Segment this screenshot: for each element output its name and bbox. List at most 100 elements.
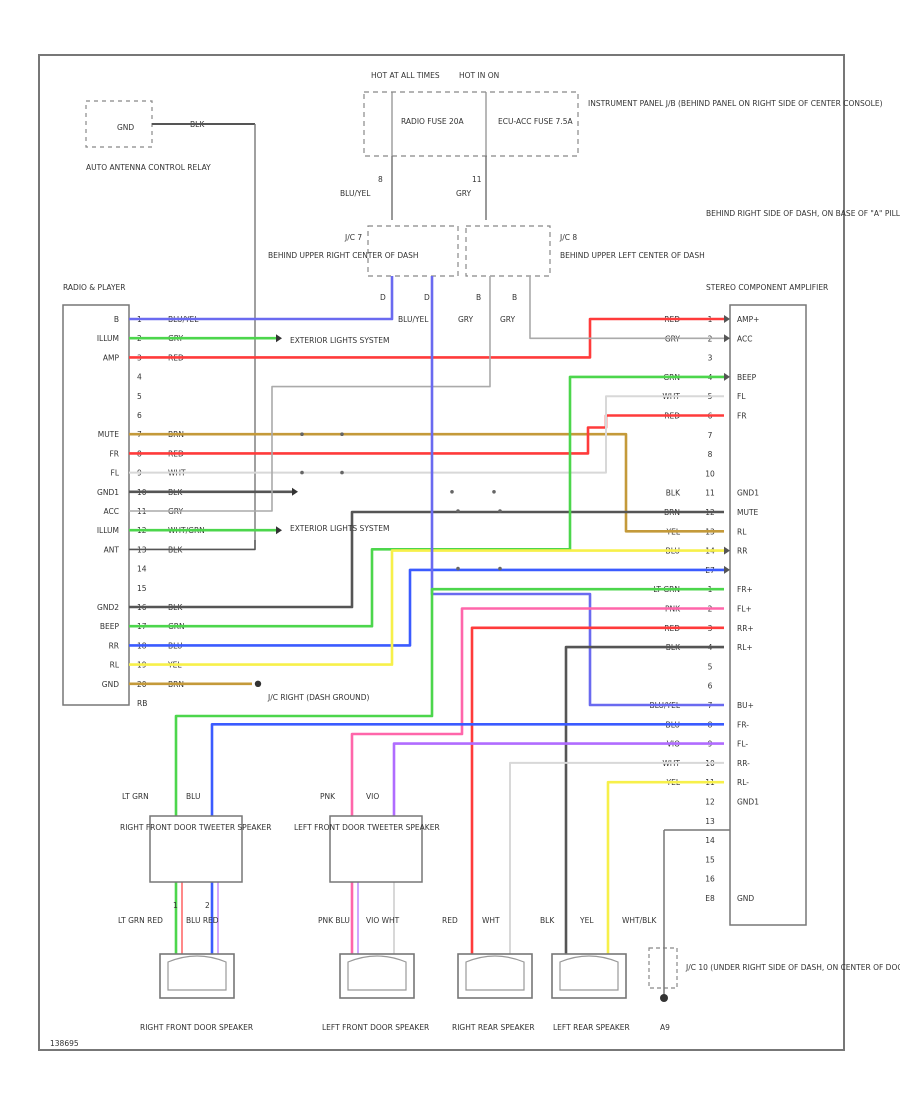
wire-b-bluyel: [129, 276, 394, 321]
splice-dot: [498, 566, 502, 571]
lf-tweeter-label: LEFT FRONT DOOR TWEETER SPEAKER: [294, 823, 440, 832]
rr-w1: RED: [442, 916, 458, 925]
wire-rrminus-wht: [509, 761, 724, 954]
amp-pin-number: 15: [705, 855, 715, 864]
radio-pin-number: 5: [137, 392, 142, 401]
rr-w2: WHT: [482, 916, 500, 925]
rf-door-label: RIGHT FRONT DOOR SPEAKER: [140, 1023, 253, 1032]
lf-tweeter-w1: PNK: [320, 792, 336, 801]
rf-tweeter: RIGHT FRONT DOOR TWEETER SPEAKER LT GRN …: [120, 792, 271, 910]
amp-pin-label: ACC: [737, 334, 752, 343]
amp-pin-number: 6: [708, 682, 713, 691]
radio-pin-label: RL: [110, 661, 120, 670]
fuse-left-wire: BLU/YEL: [340, 189, 371, 198]
lf-door-speaker: [339, 953, 415, 999]
amplifier-location: BEHIND RIGHT SIDE OF DASH, ON BASE OF "A…: [706, 209, 900, 218]
amp-pin-label: RL: [737, 527, 747, 536]
jc8-location: BEHIND UPPER LEFT CENTER OF DASH: [560, 251, 705, 260]
amp-pin-number: 7: [708, 431, 713, 440]
hot-at-label: HOT AT ALL TIMES: [371, 71, 440, 80]
radio-pin-label: FL: [111, 469, 120, 478]
jc7-pin-right: D: [424, 293, 430, 302]
radio-pin-label: AMP: [103, 353, 120, 362]
ecu-fuse-label: ECU-ACC FUSE 7.5A: [498, 117, 573, 126]
amp-pin-number: 11: [705, 489, 715, 498]
antenna-gnd-label: GND: [117, 123, 134, 132]
lf-door-w1: PNK BLU: [318, 916, 350, 925]
wire-rlminus-yel: [606, 780, 724, 954]
wire-gnd2-blk: [129, 510, 724, 609]
amp-pin-label: MUTE: [737, 508, 759, 517]
radio-fuse-label: RADIO FUSE 20A: [401, 117, 465, 126]
amp-pin-label: RL-: [737, 778, 749, 787]
splice-dot: [300, 470, 304, 475]
jc7-location: BEHIND UPPER RIGHT CENTER OF DASH: [268, 251, 419, 260]
rf-tweeter-w1: LT GRN: [122, 792, 149, 801]
wire-flminus-vio: [392, 742, 724, 816]
rf-door-speaker-cone: [167, 955, 227, 991]
wire-frplus-ltgrn: [174, 587, 724, 816]
amp-pin-number: 5: [708, 662, 713, 671]
rf-door-w1: LT GRN RED: [118, 916, 163, 925]
amplifier-title: STEREO COMPONENT AMPLIFIER: [706, 283, 828, 292]
amp-pin-number: 8: [708, 450, 713, 459]
lr-w2: YEL: [579, 916, 594, 925]
radio-pin-label: B: [114, 315, 119, 324]
diagram-frame: [38, 54, 845, 1051]
radio-pin-label: GND2: [97, 603, 119, 612]
rf-tweeter-label: RIGHT FRONT DOOR TWEETER SPEAKER: [120, 823, 271, 832]
wire-rl-yel: [129, 549, 724, 666]
splice-dot: [340, 432, 344, 437]
splice-dot: [492, 490, 496, 494]
radio-pin-number: 15: [137, 584, 147, 593]
ground-junction: WHT/BLK J/C 10 (UNDER RIGHT SIDE OF DASH…: [622, 829, 900, 1032]
jc8-wire-left: GRY: [458, 315, 474, 324]
exterior-lights-mid: EXTERIOR LIGHTS SYSTEM: [290, 524, 389, 533]
footer-code: 138695: [50, 1039, 79, 1048]
exterior-lights-top: EXTERIOR LIGHTS SYSTEM: [290, 336, 389, 345]
hot-in-label: HOT IN ON: [459, 71, 499, 80]
jc7-label: J/C 7: [344, 233, 362, 242]
radio-pin-label: BEEP: [100, 622, 120, 631]
amp-pin-label: FL: [737, 392, 746, 401]
auto-antenna-relay: GND BLK AUTO ANTENNA CONTROL RELAY: [85, 100, 256, 540]
amp-pin-label: RR+: [737, 624, 754, 633]
radio-pin-number: 4: [137, 373, 142, 382]
amp-pin-label: FR-: [737, 720, 749, 729]
jc8-pin-right: B: [512, 293, 517, 302]
amp-pin-label: FR: [737, 412, 747, 421]
arrow-amp-plus: [724, 315, 730, 323]
amp-pin-label: BEEP: [737, 373, 757, 382]
rr-speaker-cone: [465, 955, 525, 991]
jc7-wire: BLU/YEL: [398, 315, 429, 324]
lf-door-label: LEFT FRONT DOOR SPEAKER: [322, 1023, 429, 1032]
splice-dot: [498, 509, 502, 513]
radio-pin-label: ACC: [104, 507, 119, 516]
arrow-illum: [276, 334, 282, 343]
amp-pin-number: 10: [705, 469, 715, 478]
amp-pin-label: GND1: [737, 798, 759, 807]
dot-gnd: [254, 680, 262, 687]
radio-pin-number: 14: [137, 565, 147, 574]
amp-pin-number: E8: [705, 894, 715, 903]
wire-frminus-blu: [210, 722, 724, 816]
ground-a9: A9: [660, 1023, 670, 1032]
fuse-block: HOT AT ALL TIMES HOT IN ON RADIO FUSE 20…: [340, 71, 883, 220]
amp-pin-label: GND1: [737, 489, 759, 498]
radio-title: RADIO & PLAYER: [63, 283, 126, 292]
arrow-rl: [724, 546, 730, 555]
radio-pin-label: ILLUM: [97, 526, 119, 535]
radio-pin-label: RR: [109, 641, 119, 650]
jc-right-dash-label: J/C RIGHT (DASH GROUND): [267, 693, 369, 702]
wire-rr-blu: [129, 568, 724, 647]
wire-acc-gry-radio: [129, 276, 491, 512]
junction-jc8: J/C 8 BEHIND UPPER LEFT CENTER OF DASH B…: [458, 225, 705, 324]
amp-pin-label: GND: [737, 894, 754, 903]
amp-pin-label: FL+: [737, 605, 752, 614]
fuse-right-pin: 11: [472, 175, 482, 184]
stereo-amplifier: BEHIND RIGHT SIDE OF DASH, ON BASE OF "A…: [650, 209, 900, 926]
arrow-illum2: [276, 526, 282, 535]
radio-pin-label: ANT: [104, 545, 120, 554]
wire-fl-wht: [129, 395, 724, 474]
